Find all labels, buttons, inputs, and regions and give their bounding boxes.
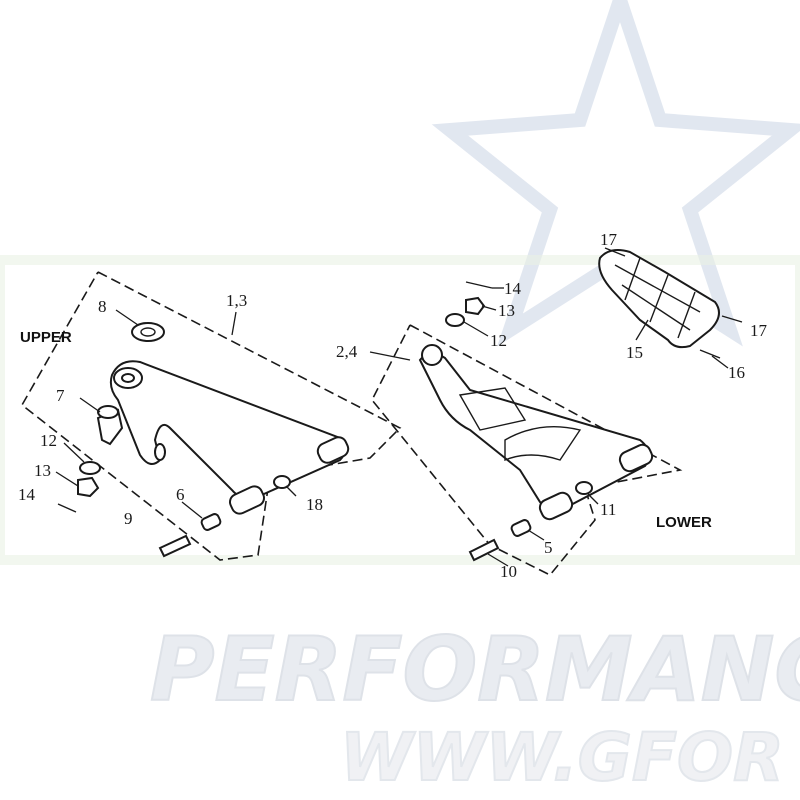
washer-part-8 (131, 322, 165, 342)
washer-lower-12 (445, 313, 465, 327)
upper-a-arm (109, 360, 350, 515)
callout-5: 5 (544, 538, 553, 557)
callout-16: 16 (728, 363, 745, 382)
callout-17-top: 17 (600, 230, 618, 249)
washer-lower-11 (575, 481, 593, 495)
ball-joint-upper (96, 405, 124, 446)
lower-assembly-outline (371, 324, 683, 577)
bushing-lower-5 (510, 519, 532, 537)
watermark-url-text: WWW.GFOR (340, 719, 784, 796)
callout-10: 10 (500, 562, 517, 581)
washer-part-8-hole (140, 327, 156, 337)
callout-7: 7 (56, 386, 65, 405)
callout-6: 6 (176, 485, 185, 504)
callout-8: 8 (98, 297, 107, 316)
callout-15: 15 (626, 343, 643, 362)
nut-upper-13 (77, 476, 100, 498)
bolt-lower-10 (468, 538, 500, 562)
callout-17-right: 17 (750, 321, 768, 340)
bushing-upper-6 (200, 513, 222, 531)
section-label-lower: LOWER (656, 514, 712, 531)
section-label-upper: UPPER (20, 329, 72, 346)
watermark-performance-text: PERFORMANCE (150, 618, 800, 721)
nut-lower-13 (465, 296, 486, 316)
washer-upper-12 (79, 461, 101, 475)
callout-18: 18 (306, 495, 323, 514)
callout-1-3: 1,3 (226, 291, 247, 310)
callout-11: 11 (600, 500, 616, 519)
cotter-pin-lower-14 (465, 281, 493, 289)
callout-13-upper: 13 (34, 461, 51, 480)
cotter-pin-upper-14 (57, 503, 77, 513)
callout-14-upper: 14 (18, 485, 36, 504)
bolt-upper-9 (158, 534, 192, 558)
callout-14-lower: 14 (504, 279, 522, 298)
callout-13-lower: 13 (498, 301, 515, 320)
washer-upper-18 (273, 475, 291, 489)
bolt-guard-17-right (721, 315, 743, 323)
bolt-guard-17-top (604, 247, 626, 257)
bolt-guard-16 (699, 349, 721, 359)
callout-2-4: 2,4 (336, 342, 358, 361)
callout-12-lower: 12 (490, 331, 507, 350)
leader-lines (55, 287, 729, 567)
watermark-logo-band (0, 255, 800, 565)
lower-a-arm (418, 344, 654, 521)
callout-12-upper: 12 (40, 431, 57, 450)
a-arm-guard-15 (598, 249, 720, 349)
callout-9: 9 (124, 509, 133, 528)
